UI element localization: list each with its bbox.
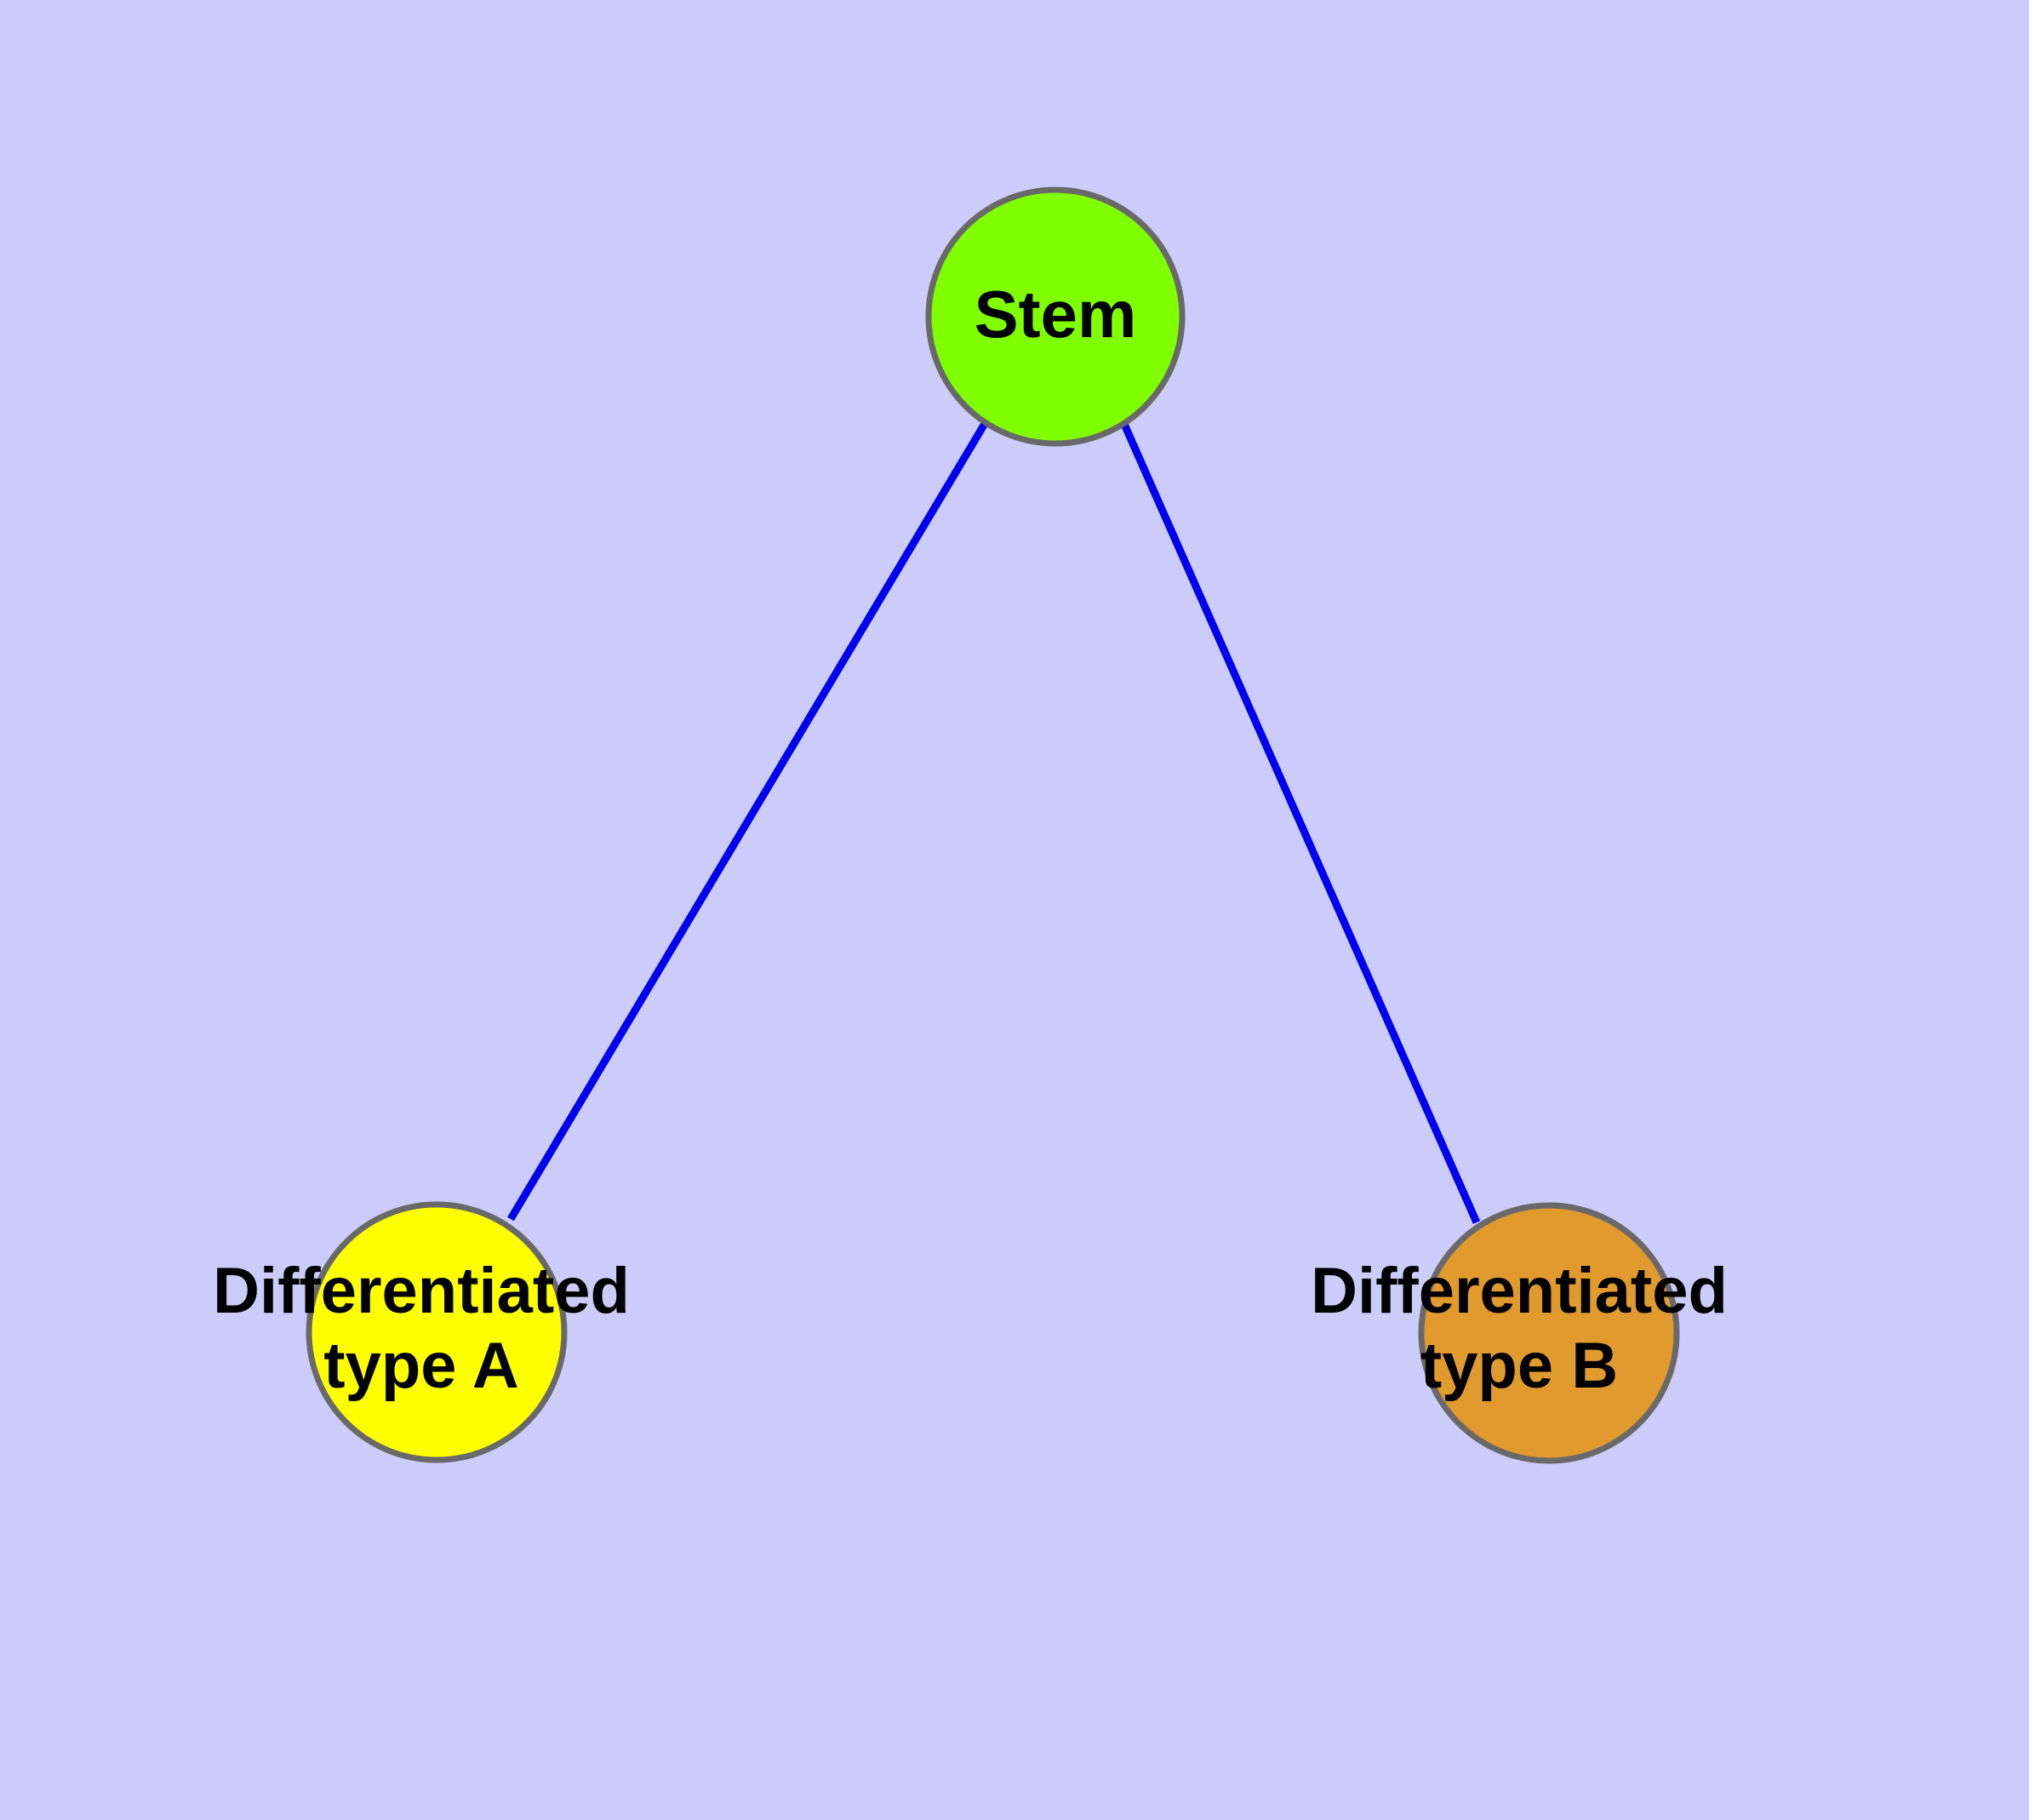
node-label-line: Differentiated [1311,1255,1728,1327]
graph-node-stem[interactable]: Stem [925,186,1186,447]
node-label-line: type A [323,1330,518,1402]
graph-edge[interactable] [1119,421,1481,1224]
node-circle-stem[interactable] [925,186,1186,447]
node-circle-diff-a[interactable] [306,1201,568,1463]
node-label-stem: Stem [974,277,1137,352]
graph-edge[interactable] [507,420,989,1222]
node-label-line: Differentiated [213,1255,630,1327]
node-label-line: type B [1420,1330,1618,1402]
node-circle-diff-b[interactable] [1418,1202,1680,1464]
node-label-line: Stem [974,277,1137,352]
edges-group [507,420,1481,1224]
